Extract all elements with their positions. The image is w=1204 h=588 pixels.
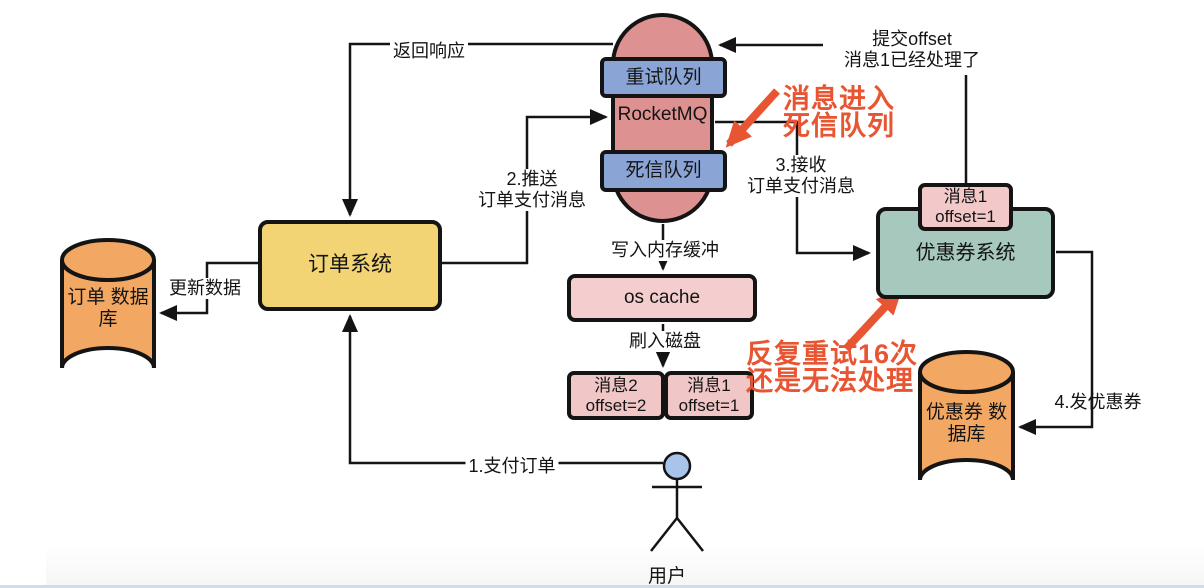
edge-return-response-label: 返回响应 [390, 41, 468, 62]
player-bottom-strip [0, 585, 1204, 588]
order-db-label: 订单 数据库 [67, 287, 149, 330]
os-cache-box: os cache [567, 274, 757, 322]
edge-flush-disk-label: 刷入磁盘 [626, 331, 704, 352]
dead-letter-queue-label: 死信队列 [625, 160, 702, 182]
edge-send-coupon-label: 4.发优惠券 [1054, 392, 1142, 412]
order-system-box: 订单系统 [258, 220, 442, 311]
coupon-db-cylinder-icon [918, 350, 1015, 481]
edge-pay-order-label: 1.支付订单 [465, 456, 559, 477]
os-cache-label: os cache [623, 287, 701, 309]
order-system-label: 订单系统 [308, 253, 392, 277]
edge-write-buffer-label: 写入内存缓冲 [608, 240, 722, 261]
retry-queue-box: 重试队列 [600, 57, 727, 98]
coupon-message-box: 消息1 offset=1 [918, 183, 1013, 231]
dead-letter-note-arrow [725, 88, 780, 148]
retry-note-arrow [843, 288, 903, 352]
retry-queue-label: 重试队列 [625, 66, 702, 88]
dead-letter-queue-box: 死信队列 [600, 150, 727, 192]
user-figure-icon [650, 451, 704, 552]
edge-pay-order-line [342, 314, 663, 465]
rocketmq-label: RocketMQ [617, 104, 708, 125]
disk-message-1-box: 消息1 offset=1 [664, 371, 754, 420]
edge-send-coupon-line [1018, 250, 1094, 435]
edge-return-response-line [342, 42, 613, 217]
coupon-db-label: 优惠券 数据库 [925, 402, 1008, 445]
edge-update-data-label: 更新数据 [166, 278, 244, 299]
dead-letter-note: 消息进入 死信队列 [783, 84, 895, 141]
edge-receive-payment-label: 3.接收 订单支付消息 [744, 155, 858, 197]
disk-message-2-box: 消息2 offset=2 [567, 371, 665, 420]
retry-note: 反复重试16次 还是无法处理 [746, 339, 919, 396]
player-bottom-fade [46, 543, 1204, 585]
edge-commit-offset-label: 提交offset 消息1已经处理了 [843, 29, 981, 70]
coupon-system-label: 优惠券系统 [915, 241, 1016, 264]
edge-push-payment-label: 2.推送 订单支付消息 [475, 169, 589, 211]
order-db-cylinder-icon [60, 238, 156, 369]
user-label: 用户 [647, 566, 687, 587]
